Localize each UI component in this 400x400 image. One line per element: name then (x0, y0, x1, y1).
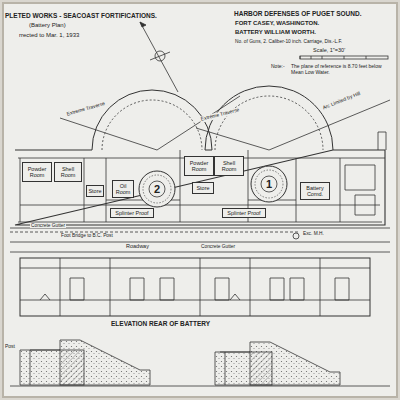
room-name: Powder Room (186, 160, 212, 172)
drawing-label: FORT CASEY, WASHINGTON. (234, 20, 320, 27)
drawing-label: Foot Bridge to B.C. Post (60, 233, 114, 238)
drawing-label: Exc. M.H. (302, 231, 325, 236)
drawing-label: Roadway (125, 243, 150, 249)
room-name: Shell Room (216, 160, 242, 172)
drawing-label: Note:- (270, 64, 286, 70)
room-name: Store (196, 185, 209, 191)
drawing-label: PLETED WORKS - SEACOAST FORTIFICATIONS. (4, 12, 158, 19)
room-box: Powder Room (22, 162, 52, 182)
room-box: Oil Room (112, 180, 134, 198)
drawing-label: Concrete Gutter (30, 223, 66, 228)
room-name: Oil Room (114, 183, 132, 195)
drawing-label: Concrete Gutter (200, 244, 236, 249)
gun-number: 1 (266, 178, 272, 190)
room-box: Store (86, 185, 104, 197)
drawing-label: Scale, 1"=30' (312, 47, 346, 53)
gun-number: 2 (154, 183, 160, 195)
gun-emplacement: 1 (250, 165, 288, 203)
room-box: Splinter Proof (222, 208, 266, 218)
room-name: Splinter Proof (115, 210, 148, 216)
room-box: Powder Room (184, 156, 214, 176)
room-name: Store (88, 188, 101, 194)
drawing-label: Post (4, 344, 16, 350)
room-box: Shell Room (54, 162, 82, 182)
room-box: Battery Comd. (300, 182, 330, 200)
gun-emplacement: 2 (138, 170, 176, 208)
drawing-label: rrected to Mar. 1, 1933 (18, 32, 80, 39)
room-box: Shell Room (214, 156, 244, 176)
room-box: Store (192, 182, 214, 194)
room-name: Powder Room (24, 166, 50, 178)
room-name: Battery Comd. (302, 185, 328, 197)
title-text: HARBOR DEFENSES OF PUGET SOUND. (234, 10, 361, 17)
room-name: Shell Room (56, 166, 80, 178)
drawing-label: BATTERY WILLIAM WORTH. (234, 29, 317, 36)
drawing-label: The plane of reference is 8.70 feet belo… (290, 64, 396, 75)
drawing-label: ELEVATION REAR OF BATTERY (110, 320, 211, 327)
drawing-label: (Battery Plan) (28, 22, 67, 29)
room-box: Splinter Proof (110, 208, 154, 218)
room-name: Splinter Proof (227, 210, 260, 216)
drawing-label: No. of Guns, 2. Caliber-10 inch. Carriag… (234, 39, 343, 44)
